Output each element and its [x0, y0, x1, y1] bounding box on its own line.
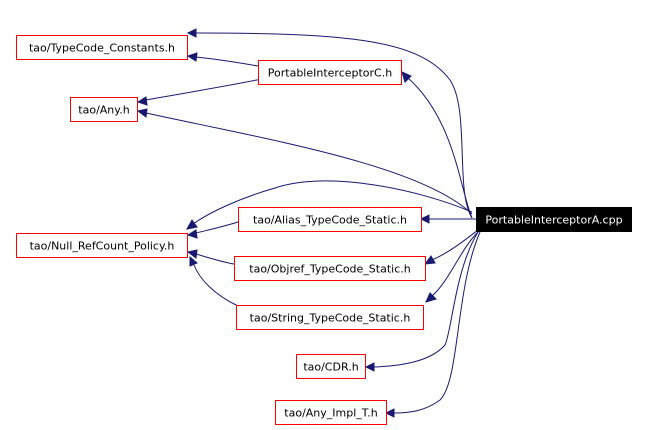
arrowhead-root-any — [136, 108, 148, 118]
edge-root-to-portableinterceptor-c — [407, 77, 473, 219]
arrowhead-any-impl-t — [384, 408, 395, 418]
edge-root-to-objref-typecode-static — [431, 229, 479, 261]
node-null-refcount-policy[interactable]: tao/Null_RefCount_Policy.h — [16, 233, 188, 258]
arrowhead-cdr — [364, 362, 375, 372]
nodes: tao/TypeCode_Constants.h PortableInterce… — [16, 35, 632, 425]
node-label-alias-typecode-static: tao/Alias_TypeCode_Static.h — [253, 214, 407, 227]
node-label-portableinterceptor-c: PortableInterceptorC.h — [268, 67, 392, 80]
edge-portableinterceptor-c-to-typecode-constants — [195, 56, 259, 67]
arrowhead-objref-typecode-static — [423, 255, 436, 265]
arrowhead-string-null-refcount — [189, 255, 198, 267]
edge-objref-to-null-refcount-policy — [195, 253, 235, 265]
node-label-typecode-constants: tao/TypeCode_Constants.h — [29, 42, 175, 55]
node-label-any-impl-t: tao/Any_Impl_T.h — [284, 407, 377, 420]
node-root[interactable]: PortableInterceptorA.cpp — [476, 207, 632, 232]
node-label-null-refcount-policy: tao/Null_RefCount_Policy.h — [30, 240, 175, 253]
arrowhead-objref-null-refcount — [186, 249, 198, 259]
node-label-objref-typecode-static: tao/Objref_TypeCode_Static.h — [249, 263, 410, 276]
arrowhead-alias-null-refcount — [186, 229, 198, 239]
node-alias-typecode-static[interactable]: tao/Alias_TypeCode_Static.h — [238, 207, 422, 232]
arrowhead-pic-any — [136, 96, 148, 106]
node-any[interactable]: tao/Any.h — [70, 97, 138, 122]
node-string-typecode-static[interactable]: tao/String_TypeCode_Static.h — [236, 305, 424, 330]
edges — [136, 28, 481, 418]
arrowhead-root-null-refcount — [186, 219, 198, 230]
node-typecode-constants[interactable]: tao/TypeCode_Constants.h — [16, 35, 188, 60]
node-label-string-typecode-static: tao/String_TypeCode_Static.h — [250, 312, 411, 325]
edge-root-to-any — [145, 112, 473, 215]
edge-root-to-null-refcount-policy — [192, 180, 473, 225]
arrowhead-portableinterceptor-c — [401, 71, 412, 83]
node-label-any: tao/Any.h — [78, 104, 129, 117]
node-label-cdr: tao/CDR.h — [303, 361, 358, 374]
edge-alias-to-null-refcount-policy — [195, 221, 239, 234]
edge-portableinterceptor-c-to-any — [145, 78, 263, 101]
node-objref-typecode-static[interactable]: tao/Objref_TypeCode_Static.h — [234, 256, 426, 281]
node-portableinterceptor-c[interactable]: PortableInterceptorC.h — [258, 60, 402, 85]
node-label-root: PortableInterceptorA.cpp — [485, 214, 622, 227]
arrowhead-pic-typecode-constants — [186, 52, 198, 62]
edge-root-to-typecode-constants — [195, 32, 473, 219]
arrowhead-typecode-constants — [186, 28, 197, 38]
node-any-impl-t[interactable]: tao/Any_Impl_T.h — [275, 400, 387, 425]
edge-root-to-any-impl-t — [393, 231, 481, 414]
arrowhead-string-typecode-static — [425, 292, 437, 303]
edge-root-to-string-typecode-static — [431, 231, 479, 297]
edge-string-to-null-refcount-policy — [193, 264, 239, 307]
node-cdr[interactable]: tao/CDR.h — [296, 354, 366, 379]
edge-root-to-cdr — [373, 231, 479, 368]
arrowhead-alias-typecode-static — [419, 214, 430, 224]
